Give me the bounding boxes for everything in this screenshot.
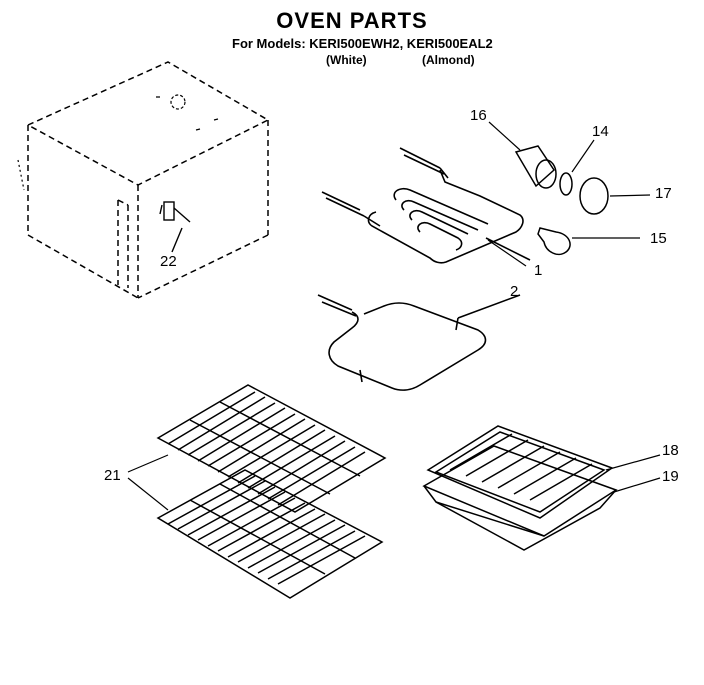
callout-16: 16 xyxy=(470,107,487,124)
callout-21: 21 xyxy=(104,467,121,484)
oven-cavity xyxy=(26,61,270,299)
oven-cavity-details xyxy=(17,94,219,191)
oven-rack-lower xyxy=(156,469,384,599)
broil-element-1 xyxy=(321,147,531,264)
broiler-pan-19 xyxy=(422,445,618,551)
leader-lines xyxy=(487,121,651,267)
lamp-assembly xyxy=(514,145,609,256)
bake-element-2 xyxy=(317,294,521,391)
variant-almond: (Almond) xyxy=(422,53,475,67)
variant-white: (White) xyxy=(326,53,367,67)
light-bracket-22 xyxy=(159,201,191,253)
broiler-insert-18 xyxy=(426,425,614,519)
callout-14: 14 xyxy=(592,123,609,140)
rack-leaders xyxy=(127,454,169,511)
callout-1: 1 xyxy=(534,262,543,279)
models-line: For Models: KERI500EWH2, KERI500EAL2 xyxy=(232,36,493,51)
callout-19: 19 xyxy=(662,468,679,485)
callout-18: 18 xyxy=(662,442,679,459)
callout-15: 15 xyxy=(650,230,667,247)
pan-leaders xyxy=(605,454,661,493)
callout-22: 22 xyxy=(160,253,177,270)
oven-rack-upper xyxy=(156,384,387,513)
page-title: OVEN PARTS xyxy=(276,8,428,33)
callout-2: 2 xyxy=(510,283,519,300)
callout-17: 17 xyxy=(655,185,672,202)
